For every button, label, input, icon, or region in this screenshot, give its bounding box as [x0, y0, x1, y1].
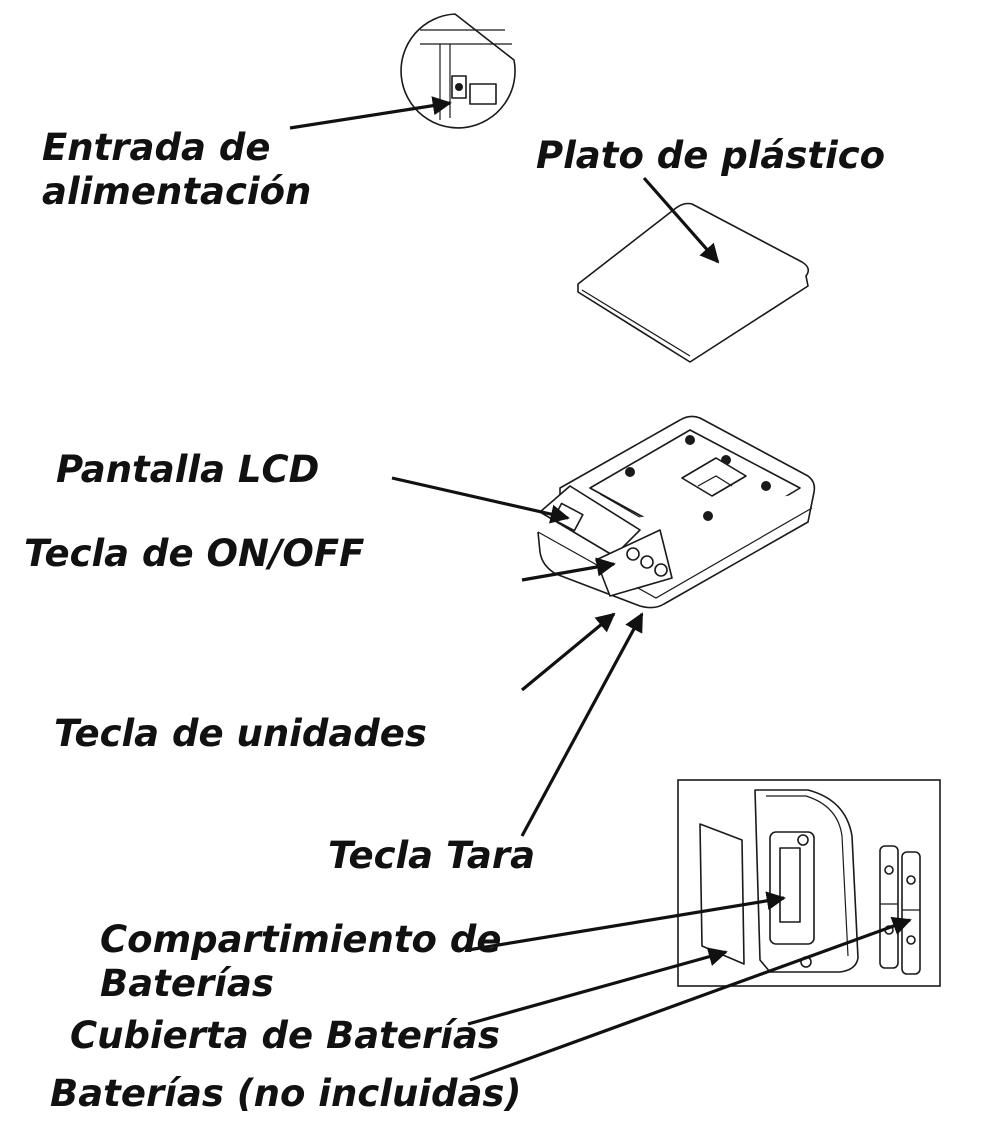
plastic-pan-leader-line — [642, 176, 720, 264]
battery-compartment-leader-line — [467, 891, 786, 952]
units-key-label: Tecla de unidades — [54, 712, 427, 755]
scale-body-illustration — [537, 415, 816, 609]
on-off-key-leader-line — [521, 557, 616, 582]
power-input-label-line1: Entrada de — [42, 126, 271, 169]
batteries-label: Baterías (no incluidas) — [50, 1072, 522, 1115]
battery-cover-leader-line — [467, 947, 728, 1026]
tare-key-label: Tecla Tara — [328, 834, 536, 877]
lcd-display-leader-line — [391, 476, 570, 524]
battery-cover-label: Cubierta de Baterías — [70, 1014, 500, 1057]
plastic-pan-illustration — [577, 202, 810, 363]
power-input-leader-line — [289, 96, 452, 130]
tare-key-leader-line — [520, 612, 644, 837]
units-key-leader-line — [520, 612, 616, 692]
power-input-detail-illustration — [400, 13, 516, 129]
lcd-display-label: Pantalla LCD — [56, 448, 320, 491]
power-input-label-line2: alimentación — [42, 170, 312, 213]
battery-compartment-label-line2: Baterías — [100, 962, 274, 1005]
battery-compartment-label-line1: Compartimiento de — [100, 918, 502, 961]
on-off-key-label: Tecla de ON/OFF — [24, 532, 365, 575]
plastic-pan-label: Plato de plástico — [536, 134, 886, 177]
batteries-leader-line — [469, 916, 912, 1082]
